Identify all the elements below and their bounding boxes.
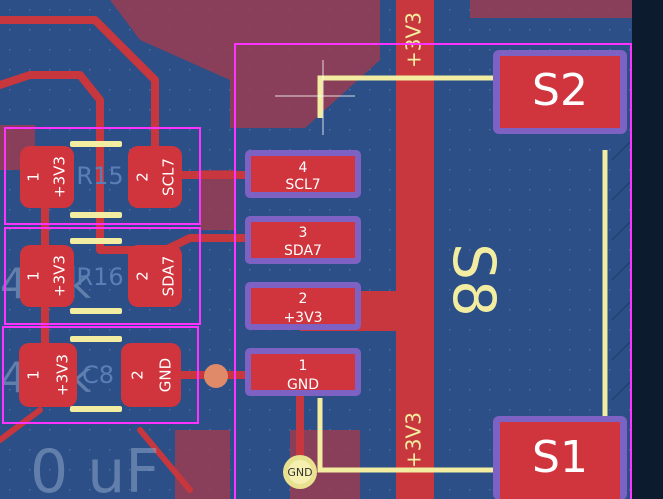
pad-r16-2[interactable]: 2 SDA7 (128, 245, 182, 307)
switch-pad-s1[interactable]: S1 (493, 416, 627, 499)
trace-3v3-vertical (396, 0, 434, 499)
net-label-top: +3V3 (402, 12, 426, 68)
component-ref: C8 (82, 361, 114, 389)
pad-number: 2 (134, 271, 152, 281)
switch-pad-label: S1 (532, 432, 588, 483)
component-c8[interactable]: C8 1 +3V3 2 GND (2, 326, 199, 424)
pad-number: 2 (129, 370, 147, 380)
connector-pad-4[interactable]: 4 SCL7 (245, 150, 361, 198)
component-silk-bars (70, 141, 122, 412)
switch-pad-s2[interactable]: S2 (493, 50, 627, 134)
gnd-via[interactable]: GND (283, 455, 317, 489)
connector-ref: S8 (440, 243, 508, 317)
connector-pad-2[interactable]: 2 +3V3 (245, 282, 361, 330)
pad-net: +3V3 (283, 310, 322, 326)
switch-pad-label: S2 (532, 65, 588, 116)
pad-number: 1 (25, 271, 43, 281)
pad-net: +3V3 (51, 255, 69, 297)
pad-c8-2[interactable]: 2 GND (121, 343, 181, 407)
edge-hatching (611, 139, 633, 401)
connector-courtyard (234, 43, 632, 499)
pad-net: SDA7 (284, 243, 322, 259)
pad-number: 1 (25, 370, 43, 380)
component-ref: R16 (76, 263, 123, 291)
pad-number: 1 (299, 358, 308, 374)
component-r16[interactable]: R16 1 +3V3 2 SDA7 (4, 227, 201, 325)
connector-pad-1[interactable]: 1 GND (245, 348, 361, 396)
pad-r16-1[interactable]: 1 +3V3 (20, 245, 74, 307)
cursor-crosshair (275, 60, 355, 135)
pad-r15-2[interactable]: 2 SCL7 (128, 146, 182, 208)
pad-net: SCL7 (285, 177, 320, 193)
pad-number: 4 (299, 160, 308, 176)
connector-pad-3[interactable]: 3 SDA7 (245, 216, 361, 264)
pad-number: 1 (25, 172, 43, 182)
via-net-label: GND (287, 466, 312, 479)
pad-c8-1[interactable]: 1 +3V3 (19, 343, 77, 407)
pad-r15-1[interactable]: 1 +3V3 (20, 146, 74, 208)
pad-net: GND (287, 377, 319, 393)
connector-silkscreen (317, 75, 608, 473)
pad-net: SDA7 (160, 256, 178, 297)
component-r15[interactable]: R15 1 +3V3 2 SCL7 (4, 127, 201, 225)
silk-values: 4.7k 4.7k 0 uF (0, 259, 160, 499)
silk-value-uf: 0 uF (30, 437, 160, 499)
pad-net: +3V3 (51, 156, 69, 198)
pad-net: SCL7 (160, 158, 178, 196)
board-edge-region (632, 0, 663, 499)
pad-number: 3 (299, 225, 308, 241)
pad-number: 2 (299, 291, 308, 307)
net-label-bottom: +3V3 (402, 412, 426, 468)
pad-number: 2 (134, 172, 152, 182)
pad-net: +3V3 (54, 354, 72, 396)
pad-net: GND (157, 358, 175, 392)
via-dot[interactable] (204, 364, 228, 388)
component-ref: R15 (76, 162, 123, 190)
